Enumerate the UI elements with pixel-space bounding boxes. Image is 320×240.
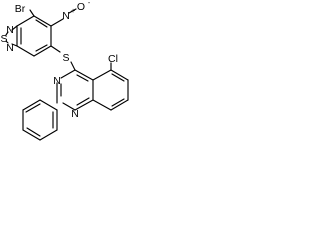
atom-labels: Br N + O - N S N S Cl N N [0, 0, 117, 120]
atom-cl: Cl [108, 53, 118, 65]
bond [35, 44, 48, 52]
bond [22, 129, 41, 141]
bond [68, 8, 77, 14]
bond [62, 102, 76, 111]
bond [26, 127, 41, 137]
bond [50, 45, 61, 53]
charge-nitro-plus: + [71, 8, 75, 15]
bond [29, 9, 35, 17]
bond [76, 74, 89, 82]
molecule-structure: Br N + O - N S N S Cl N N [0, 0, 129, 141]
bond [25, 103, 41, 113]
bond [35, 19, 48, 28]
bond [5, 31, 9, 36]
bond [92, 99, 112, 111]
bond [50, 18, 64, 27]
bond [16, 45, 35, 57]
bond [5, 40, 9, 44]
atom-thiadiazole-n-top: N [6, 24, 14, 36]
bond [11, 25, 18, 31]
bond [110, 99, 129, 111]
atom-quinazoline-n3: N [53, 75, 61, 87]
bond [22, 99, 41, 111]
bond [70, 61, 76, 71]
bond [11, 43, 18, 47]
bond [111, 73, 125, 82]
bonds [5, 8, 129, 141]
charge-nitro-minus: - [88, 0, 91, 7]
bond [92, 69, 112, 81]
bond [16, 15, 35, 27]
bond [33, 45, 52, 57]
bond [39, 99, 58, 111]
atom-linker-s: S [62, 52, 69, 64]
atom-br: Br [15, 3, 26, 15]
bond [76, 97, 90, 106]
atom-nitro-o: O [77, 1, 85, 13]
bond [33, 15, 52, 27]
bond [74, 69, 94, 81]
atom-nitro-n: N [62, 10, 70, 22]
bond [74, 99, 94, 111]
bond [110, 69, 129, 81]
atom-quinazoline-n1: N [71, 108, 79, 120]
atom-thiadiazole-n-bottom: N [6, 42, 14, 54]
bond [39, 129, 58, 141]
bond [60, 69, 76, 79]
atom-thiadiazole-s: S [0, 33, 7, 45]
bond [111, 98, 125, 107]
